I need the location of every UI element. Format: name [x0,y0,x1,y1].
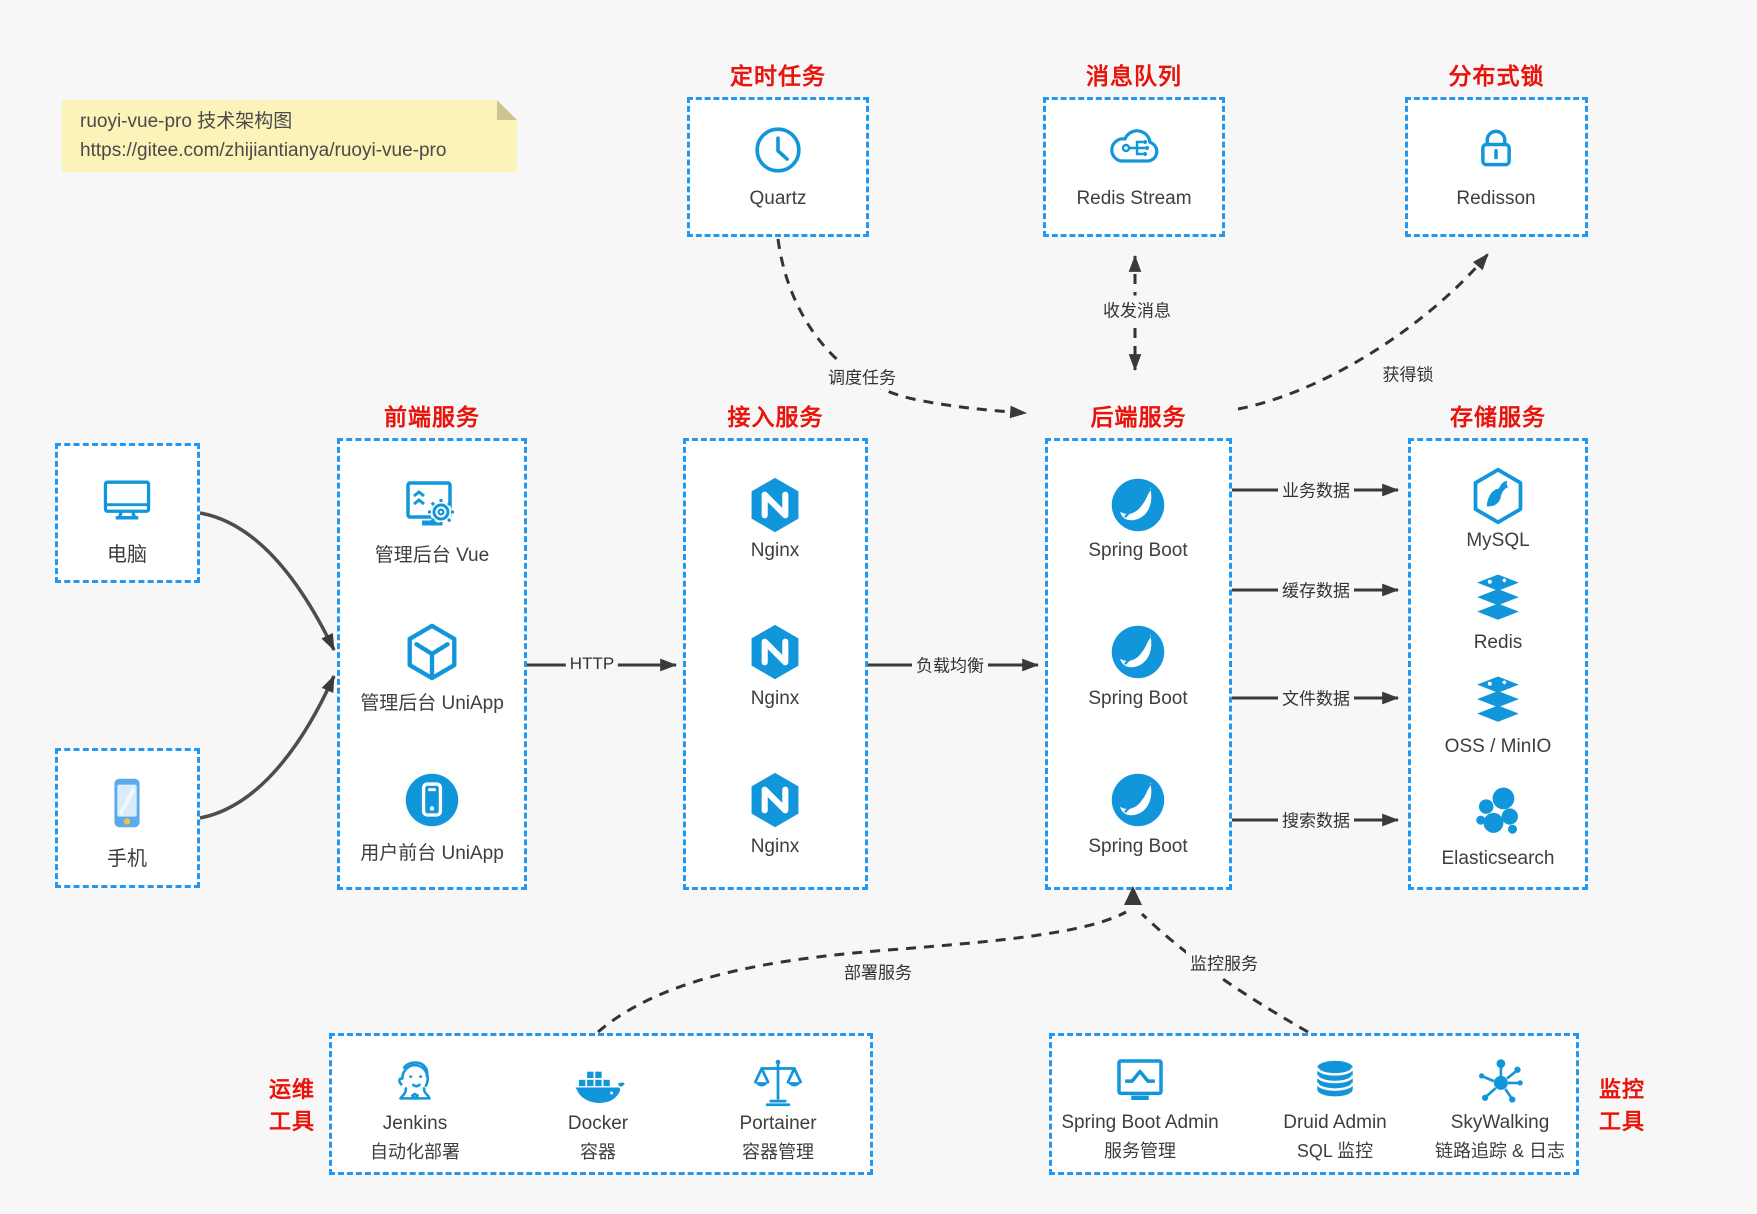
cloud-stream-icon [1102,116,1166,180]
note-url: https://gitee.com/zhijiantianya/ruoyi-vu… [80,140,447,161]
spring-boot-icon [1108,770,1168,830]
edge-label-schedule: 调度任务 [824,362,900,390]
label-docker-desc: 容器 [580,1142,616,1162]
label-elasticsearch: Elasticsearch [1441,848,1555,869]
user-app-icon [402,770,462,830]
mysql-icon [1468,466,1528,526]
title-backend-services: 后端服务 [1090,404,1187,430]
spring-boot-icon [1108,622,1168,682]
label-user-uniapp: 用户前台 UniApp [360,843,504,864]
druid-database-icon [1308,1055,1362,1109]
label-skywalking: SkyWalking [1450,1112,1550,1133]
label-pc: 电脑 [107,544,147,566]
label-druid-admin: Druid Admin [1283,1112,1387,1133]
monitoring-tools-title-line1: 监控 [1598,1077,1646,1102]
smartphone-icon [96,772,158,834]
edge-label-search-data: 搜索数据 [1278,805,1354,833]
label-nginx-1: Nginx [750,540,800,561]
lock-icon [1468,120,1524,176]
edge-label-file-data: 文件数据 [1278,683,1354,711]
label-nginx-2: Nginx [750,688,800,709]
portainer-scales-icon [749,1054,807,1112]
title-distributed-lock: 分布式锁 [1448,63,1545,89]
label-spring-boot-1: Spring Boot [1088,540,1188,561]
elasticsearch-icon [1469,783,1527,841]
pc-client-box [55,443,200,583]
sticky-note: ruoyi-vue-pro 技术架构图 https://gitee.com/zh… [62,100,517,172]
admin-vue-icon [400,473,464,537]
note-title: ruoyi-vue-pro 技术架构图 [80,110,293,132]
edge-acquire-lock [1237,253,1490,411]
edge-label-monitor: 监控服务 [1186,948,1262,976]
desktop-icon [97,470,157,530]
ops-tools-box [329,1033,873,1175]
label-spring-boot-admin-desc: 服务管理 [1104,1141,1176,1161]
monitoring-tools-title-line2: 工具 [1598,1109,1646,1134]
docker-icon [569,1054,627,1112]
edge-pc-to-frontend [199,511,336,651]
edge-mobile-to-frontend [199,675,336,820]
title-frontend-services: 前端服务 [384,404,480,430]
label-oss-minio: OSS / MinIO [1444,736,1552,757]
edge-label-business-data: 业务数据 [1278,475,1354,503]
skywalking-icon [1472,1054,1528,1110]
spring-boot-admin-icon [1112,1054,1168,1110]
label-spring-boot-3: Spring Boot [1088,836,1188,857]
label-quartz: Quartz [749,188,807,209]
label-spring-boot-admin: Spring Boot Admin [1061,1112,1219,1133]
label-spring-boot-2: Spring Boot [1088,688,1188,709]
label-redisson: Redisson [1456,188,1536,209]
edge-label-lock: 获得锁 [1378,359,1438,387]
edge-label-deploy: 部署服务 [840,957,916,985]
title-scheduled-tasks: 定时任务 [730,63,826,89]
nginx-icon [745,770,805,830]
title-message-queue: 消息队列 [1086,63,1182,89]
uniapp-cube-icon [401,621,463,683]
ops-tools-title-line2: 工具 [268,1109,316,1134]
label-admin-uniapp: 管理后台 UniApp [360,693,504,714]
edge-label-http: HTTP [565,653,619,675]
ops-tools-title-line1: 运维 [268,1077,316,1102]
label-redis-stream: Redis Stream [1076,188,1192,209]
label-jenkins-desc: 自动化部署 [370,1142,460,1162]
monitoring-tools-box [1049,1033,1579,1175]
label-skywalking-desc: 链路追踪 & 日志 [1434,1141,1566,1161]
label-admin-vue: 管理后台 Vue [374,545,490,566]
distributed-lock-box [1405,97,1588,237]
spring-boot-icon [1108,475,1168,535]
label-jenkins: Jenkins [382,1113,448,1134]
message-queue-box [1043,97,1225,237]
label-portainer: Portainer [739,1113,817,1134]
title-access-services: 接入服务 [727,404,824,430]
jenkins-icon [386,1054,444,1112]
label-redis: Redis [1473,632,1523,653]
nginx-icon [745,622,805,682]
edge-label-messaging: 收发消息 [1099,295,1175,323]
label-mobile: 手机 [107,848,147,870]
edge-label-load-balance: 负载均衡 [912,650,988,678]
label-docker: Docker [567,1113,629,1134]
oss-minio-icon [1469,671,1527,729]
label-mysql: MySQL [1466,530,1530,551]
nginx-icon [745,475,805,535]
label-portainer-desc: 容器管理 [742,1142,814,1162]
label-druid-admin-desc: SQL 监控 [1296,1141,1374,1161]
clock-icon [749,121,807,179]
edge-schedule-tasks [776,238,1028,419]
edge-label-cache-data: 缓存数据 [1278,575,1354,603]
scheduled-tasks-box [687,97,869,237]
redis-icon [1469,569,1527,627]
title-storage-services: 存储服务 [1450,404,1546,430]
label-nginx-3: Nginx [750,836,800,857]
